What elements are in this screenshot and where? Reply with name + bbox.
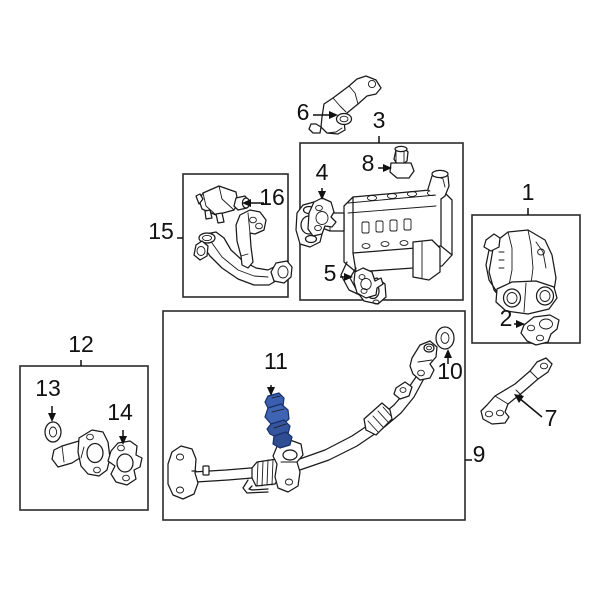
- arrowhead-2: [516, 320, 525, 328]
- arrowhead-10: [444, 349, 452, 358]
- part-connector-tube-12: [51, 429, 111, 477]
- callout-label-3: 3: [373, 107, 386, 133]
- callout-label-5: 5: [324, 260, 337, 286]
- callout-label-14: 14: [107, 399, 133, 425]
- part-gasket-2: [520, 314, 560, 346]
- part-gasket-14: [107, 440, 143, 486]
- part-egr-valve-1: [483, 229, 558, 315]
- leader-7: [518, 397, 543, 418]
- callout-label-11: 11: [264, 348, 288, 374]
- callout-label-16: 16: [259, 184, 285, 210]
- part-washer-10: [435, 326, 455, 350]
- part-gasket-4: [307, 197, 337, 237]
- callout-label-8: 8: [362, 150, 375, 176]
- callout-label-12: 12: [68, 331, 94, 357]
- callout-label-10: 10: [437, 358, 463, 384]
- arrowhead-13: [48, 413, 56, 422]
- arrowhead-5: [344, 273, 353, 281]
- callout-label-9: 9: [473, 441, 486, 467]
- part-temp-sensor-8: [389, 145, 415, 179]
- part-egr-tube-9: [167, 340, 438, 500]
- callout-label-7: 7: [545, 405, 558, 431]
- arrowhead-6: [329, 111, 338, 119]
- arrowhead-16: [242, 199, 251, 207]
- part-highlighted-11: [264, 392, 293, 449]
- callout-label-2: 2: [500, 305, 513, 331]
- arrowhead-7: [514, 394, 524, 403]
- part-bracket-6: [308, 75, 382, 135]
- part-solenoid-16: [195, 185, 251, 224]
- arrowhead-4: [318, 191, 326, 200]
- arrowhead-11: [267, 387, 275, 396]
- callout-label-13: 13: [35, 375, 61, 401]
- callout-label-15: 15: [148, 218, 174, 244]
- part-manifold-tube-15: [193, 209, 293, 286]
- arrowhead-8: [383, 164, 392, 172]
- callout-label-4: 4: [316, 159, 329, 185]
- part-washer-13: [44, 421, 62, 443]
- part-brace-7: [480, 357, 553, 425]
- panel-9: [162, 310, 466, 521]
- part-gasket-5: [353, 267, 384, 299]
- callout-label-1: 1: [522, 179, 535, 205]
- arrowhead-14: [119, 436, 127, 445]
- callout-label-6: 6: [297, 99, 310, 125]
